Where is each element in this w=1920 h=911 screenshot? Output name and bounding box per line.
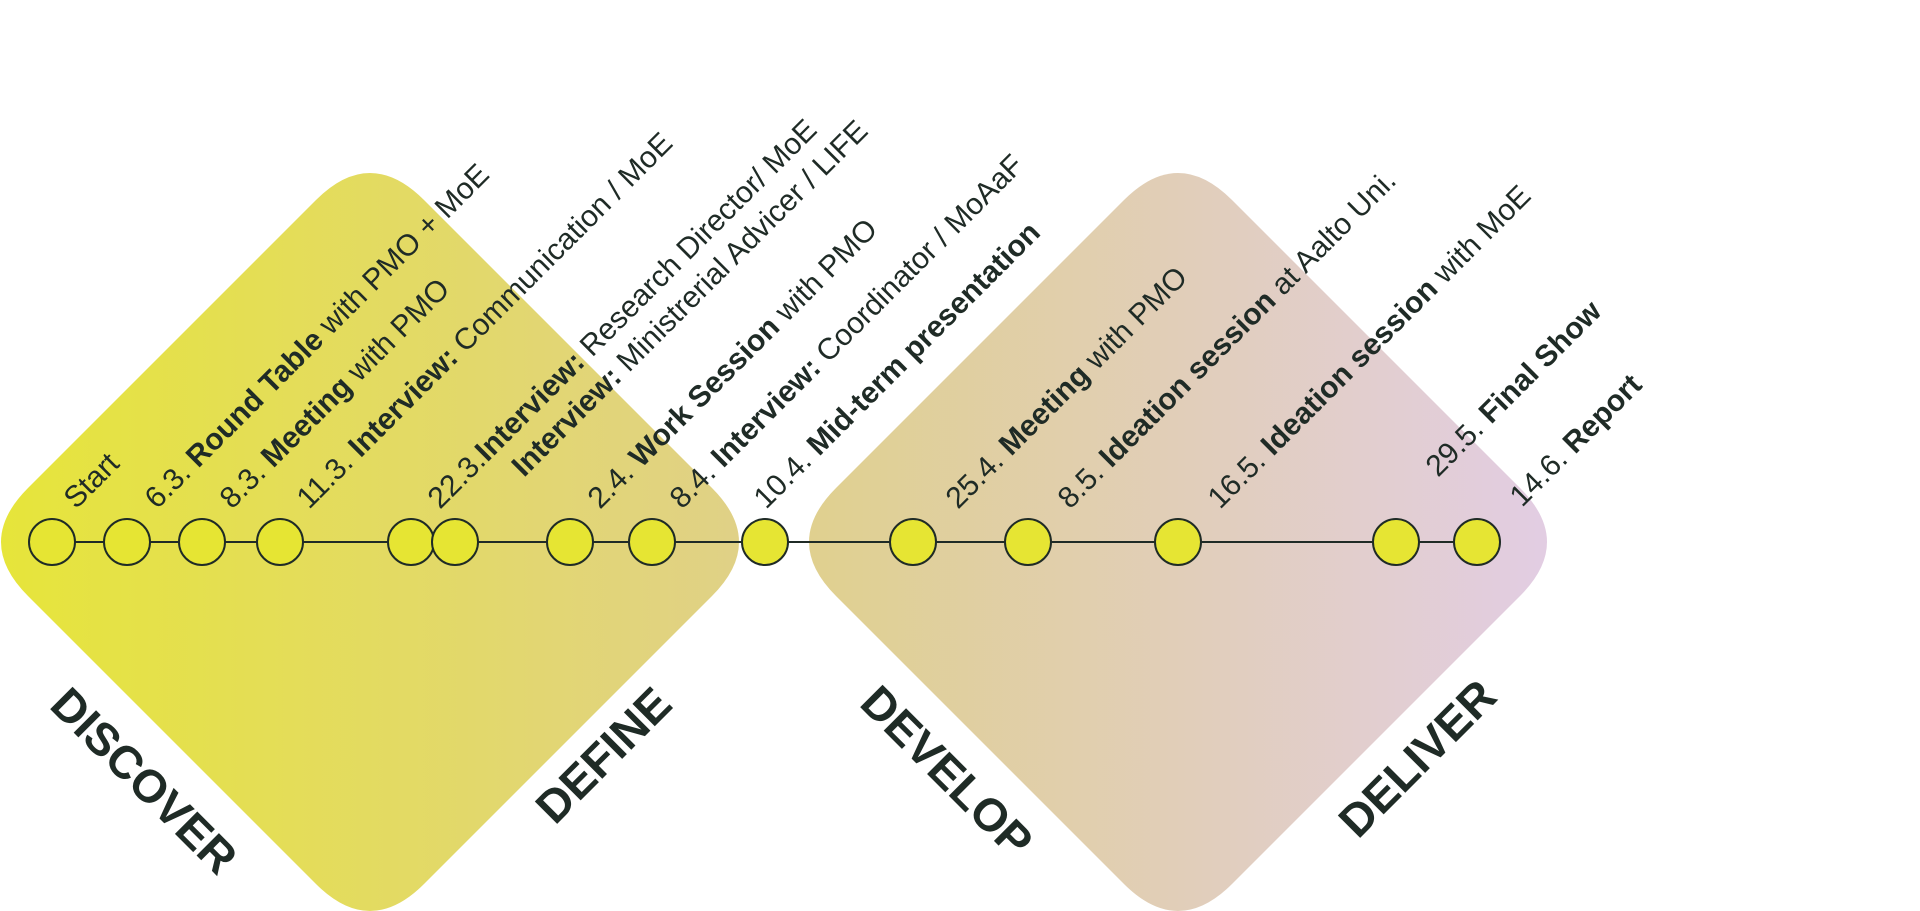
timeline-node [256, 518, 304, 566]
timeline-node [546, 518, 594, 566]
timeline-node [431, 518, 479, 566]
timeline-node [1453, 518, 1501, 566]
timeline-node [741, 518, 789, 566]
timeline-node [387, 518, 435, 566]
event-detail: at Aalto Uni. [1259, 164, 1403, 308]
timeline-node [1154, 518, 1202, 566]
timeline-nodes [28, 518, 1501, 566]
timeline-node [1372, 518, 1420, 566]
event-title: Report [1557, 368, 1649, 460]
timeline-node [103, 518, 151, 566]
timeline-node [1004, 518, 1052, 566]
timeline-node [889, 518, 937, 566]
timeline-node [628, 518, 676, 566]
timeline-node [178, 518, 226, 566]
event-detail: with MoE [1421, 179, 1537, 295]
timeline-node [28, 518, 76, 566]
